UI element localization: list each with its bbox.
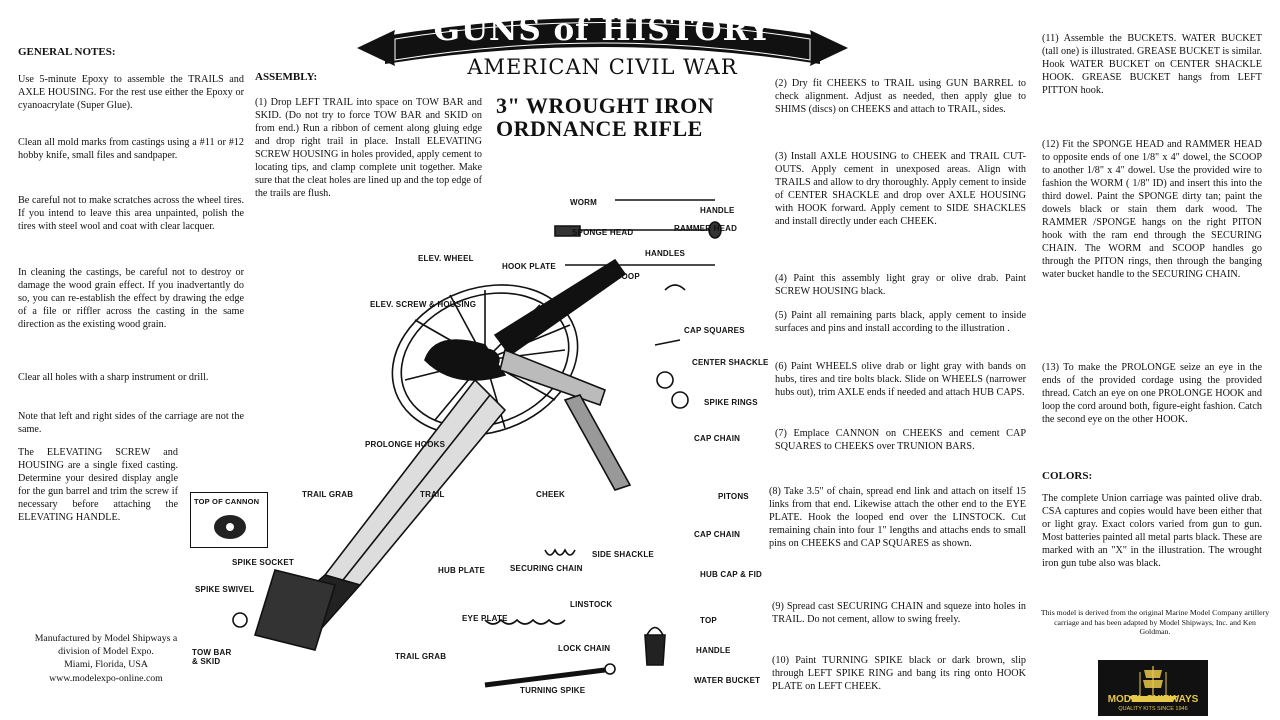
model-shipways-logo (1098, 660, 1208, 716)
label-hook-plate: HOOK PLATE (502, 262, 556, 271)
general-note-6: Note that left and right sides of the ca… (18, 411, 244, 436)
guns-of-history-banner (357, 18, 848, 66)
label-pitons: PITONS (718, 492, 749, 501)
top-of-cannon-inset: TOP OF CANNON (190, 492, 268, 548)
banner-title: GUNS of HISTORY (433, 12, 772, 48)
label-lock-chain: LOCK CHAIN (558, 644, 611, 653)
assembly-step-2: (2) Dry fit CHEEKS to TRAIL using GUN BA… (775, 78, 1026, 116)
assembly-step-11: (11) Assemble the BUCKETS. WATER BUCKET … (1042, 33, 1262, 97)
general-note-5: Clear all holes with a sharp instrument … (18, 372, 209, 383)
derived-note: This model is derived from the original … (1040, 608, 1270, 637)
exploded-assembly-diagram (232, 199, 722, 688)
assembly-step-1: (1) Drop LEFT TRAIL into space on TOW BA… (255, 97, 482, 200)
general-notes-heading: GENERAL NOTES: (18, 46, 116, 58)
model-title-line2: ORDNANCE RIFLE (496, 116, 703, 142)
logo-tagline: QUALITY KITS SINCE 1946 (1118, 706, 1188, 712)
label-hub-cap: HUB CAP & FID (700, 570, 763, 579)
label-top-of-cannon: TOP OF CANNON (194, 497, 260, 506)
colors-text: The complete Union carriage was painted … (1042, 493, 1262, 570)
assembly-step-6: (6) Paint WHEELS olive drab or light gra… (775, 361, 1026, 399)
label-top: TOP (700, 616, 717, 625)
label-tow-bar: TOW BAR & SKID (192, 648, 232, 666)
label-cap-squares: CAP SQUARES (684, 326, 745, 335)
manufacturer-line3: Miami, Florida, USA (64, 659, 148, 671)
label-securing-chain: SECURING CHAIN (510, 564, 583, 573)
assembly-step-13: (13) To make the PROLONGE seize an eye i… (1042, 362, 1262, 426)
model-title: 3" WROUGHT IRON ORDNANCE RIFLE (496, 94, 714, 140)
assembly-step-3: (3) Install AXLE HOUSING to CHEEK and TR… (775, 151, 1026, 228)
assembly-step-10: (10) Paint TURNING SPIKE black or dark b… (772, 655, 1026, 693)
general-note-4: In cleaning the castings, be careful not… (18, 267, 244, 331)
label-center-shackle: CENTER SHACKLE (692, 358, 769, 367)
label-eye-plate: EYE PLATE (462, 614, 508, 623)
label-turning-spike: TURNING SPIKE (520, 686, 586, 695)
cannon-top-icon (214, 515, 246, 539)
label-water-bucket: WATER BUCKET (694, 676, 761, 685)
label-spike-socket: SPIKE SOCKET (232, 558, 294, 567)
assembly-step-12: (12) Fit the SPONGE HEAD and RAMMER HEAD… (1042, 139, 1262, 281)
model-title-line1: 3" WROUGHT IRON (496, 93, 715, 118)
label-cheek: CHEEK (536, 490, 566, 499)
assembly-step-5: (5) Paint all remaining parts black, app… (775, 310, 1026, 335)
label-rammer-head: RAMMER HEAD (674, 224, 738, 233)
label-handle: HANDLE (700, 206, 735, 215)
manufacturer-info: Manufactured by Model Shipways a divisio… (16, 632, 196, 685)
manufacturer-line1: Manufactured by Model Shipways a (34, 633, 178, 644)
label-spike-swivel: SPIKE SWIVEL (195, 585, 255, 594)
banner-subtitle: AMERICAN CIVIL WAR (467, 55, 738, 79)
logo-name: MODEL SHIPWAYS (1107, 694, 1199, 705)
label-elev-wheel: ELEV. WHEEL (418, 254, 474, 263)
label-worm: WORM (570, 198, 598, 207)
label-cap-chain: CAP CHAIN (694, 434, 741, 443)
label-elev-screw: ELEV. SCREW & HOUSING (370, 300, 477, 309)
label-side-shackle: SIDE SHACKLE (592, 550, 654, 559)
label-linstock: LINSTOCK (570, 600, 613, 609)
label-handles: HANDLES (645, 249, 686, 258)
manufacturer-website: www.modelexpo-online.com (49, 672, 163, 684)
label-hub-plate: HUB PLATE (438, 566, 485, 575)
label-prolonge-hooks: PROLONGE HOOKS (365, 440, 446, 449)
label-trail-grab: TRAIL GRAB (302, 490, 354, 499)
general-note-1: Use 5-minute Epoxy to assemble the TRAIL… (18, 74, 244, 112)
assembly-step-4: (4) Paint this assembly light gray or ol… (775, 273, 1026, 298)
label-handle-2: HANDLE (696, 646, 731, 655)
label-spike-rings: SPIKE RINGS (704, 398, 758, 407)
general-note-7: The ELEVATING SCREW and HOUSING are a si… (18, 447, 178, 524)
assembly-step-9: (9) Spread cast SECURING CHAIN and squez… (772, 601, 1026, 626)
label-scoop: SCOOP (610, 272, 640, 281)
manufacturer-line2: division of Model Expo. (58, 646, 154, 658)
label-trail-grab-2: TRAIL GRAB (395, 652, 447, 661)
assembly-step-7: (7) Emplace CANNON on CHEEKS and cement … (775, 428, 1026, 453)
general-note-2: Clean all mold marks from castings using… (18, 137, 244, 162)
assembly-heading: ASSEMBLY: (255, 71, 318, 83)
label-cap-chain-2: CAP CHAIN (694, 530, 741, 539)
assembly-step-8: (8) Take 3.5" of chain, spread end link … (769, 486, 1026, 550)
label-sponge-head: SPONGE HEAD (572, 228, 634, 237)
general-note-3: Be careful not to make scratches across … (18, 195, 244, 233)
label-trail: TRAIL (420, 490, 445, 499)
colors-heading: COLORS: (1042, 470, 1093, 482)
